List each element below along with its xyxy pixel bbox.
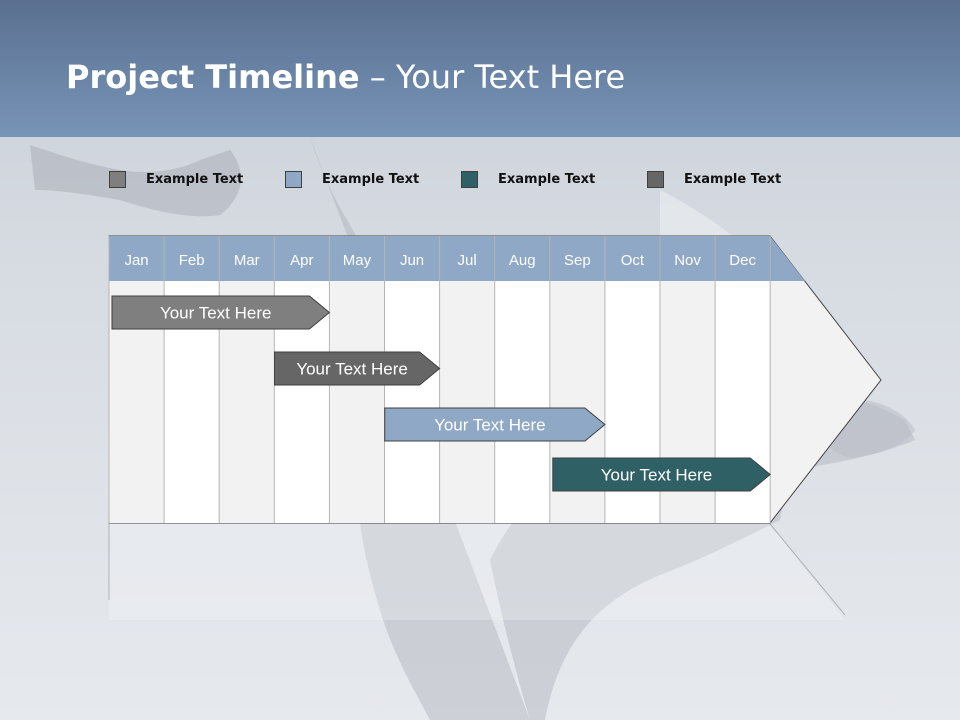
task-label-1: Your Text Here — [160, 304, 272, 323]
month-header-jan — [109, 236, 165, 281]
month-label-jan: Jan — [124, 252, 148, 269]
slide-title-bold: Project Timeline — [66, 58, 360, 96]
legend-swatch-2 — [285, 171, 302, 188]
slide-title-rest: – Your Text Here — [359, 58, 626, 96]
legend-swatch-3 — [461, 171, 478, 188]
month-column-may — [329, 281, 385, 523]
month-header-jun — [384, 236, 440, 281]
task-label-4: Your Text Here — [601, 466, 713, 485]
month-label-feb: Feb — [179, 252, 205, 269]
month-label-dec: Dec — [729, 252, 756, 269]
task-label-2: Your Text Here — [296, 360, 408, 379]
title-bar: Project Timeline – Your Text Here — [0, 0, 960, 137]
slide-title: Project Timeline – Your Text Here — [66, 58, 625, 96]
month-label-jul: Jul — [458, 252, 477, 269]
legend-swatch-4 — [647, 171, 664, 188]
legend-label-3: Example Text — [498, 172, 596, 187]
legend-swatch-1 — [109, 171, 126, 188]
month-label-mar: Mar — [234, 252, 260, 269]
timeline-arrow-tip-header — [770, 236, 805, 281]
month-label-may: May — [343, 252, 372, 269]
task-bar-2 — [274, 351, 441, 386]
legend-label-4: Example Text — [684, 172, 782, 187]
month-header-jul — [439, 236, 495, 281]
month-header-dec — [715, 236, 771, 281]
timeline-reflection — [109, 524, 845, 620]
task-bar-3 — [384, 407, 606, 442]
month-column-jun — [384, 281, 440, 523]
month-header-oct — [604, 236, 660, 281]
task-bar-1 — [111, 295, 331, 330]
month-label-apr: Apr — [290, 252, 313, 269]
legend-label-2: Example Text — [322, 172, 420, 187]
month-header-feb — [164, 236, 220, 281]
month-column-aug — [494, 281, 550, 523]
month-label-sep: Sep — [564, 252, 591, 269]
month-header-sep — [549, 236, 605, 281]
month-label-nov: Nov — [674, 252, 701, 269]
task-bar-4 — [552, 457, 771, 492]
month-column-jul — [439, 281, 495, 523]
legend-label-1: Example Text — [146, 172, 244, 187]
month-header-apr — [274, 236, 330, 281]
month-header-nov — [660, 236, 716, 281]
month-header-aug — [494, 236, 550, 281]
reflection-edge-right — [769, 523, 846, 616]
month-label-aug: Aug — [509, 252, 536, 269]
month-header-mar — [219, 236, 275, 281]
month-label-oct: Oct — [621, 252, 645, 269]
task-label-3: Your Text Here — [434, 416, 546, 435]
month-header-may — [329, 236, 385, 281]
month-label-jun: Jun — [400, 252, 424, 269]
